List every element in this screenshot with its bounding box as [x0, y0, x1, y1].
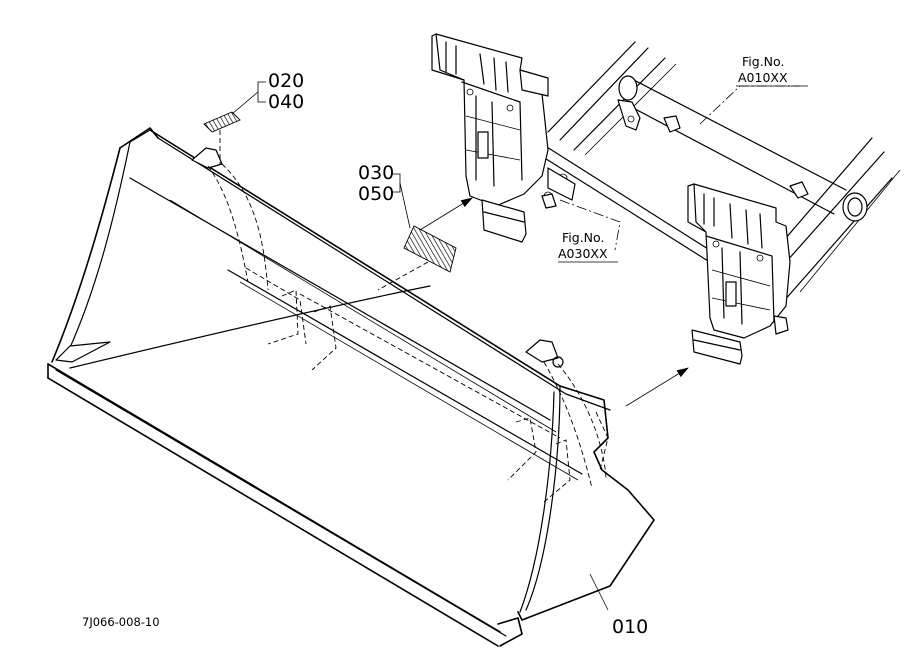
- bucket: [47, 127, 655, 647]
- part-label-010: 010: [612, 616, 649, 638]
- fig-ref-2-code: A030XX: [558, 246, 608, 261]
- fig-ref-1-title: Fig.No.: [742, 54, 785, 69]
- drawing-code: 7J066-008-10: [82, 615, 160, 629]
- part-label-030: 030: [358, 162, 395, 184]
- leader-lines: [219, 81, 808, 611]
- fig-ref-1-code: A010XX: [738, 70, 788, 85]
- left-attach-bracket: [431, 33, 549, 243]
- arrow-to-left-bracket: [419, 197, 473, 231]
- part-label-020: 020: [268, 70, 305, 92]
- fig-ref-2-title: Fig.No.: [562, 230, 605, 245]
- part-label-050: 050: [358, 183, 395, 205]
- part-label-040: 040: [268, 91, 305, 113]
- right-attach-bracket: [687, 183, 791, 365]
- arrow-to-right-bracket: [625, 367, 689, 407]
- decal-030-050: [403, 225, 457, 273]
- decal-020-040: [203, 111, 241, 133]
